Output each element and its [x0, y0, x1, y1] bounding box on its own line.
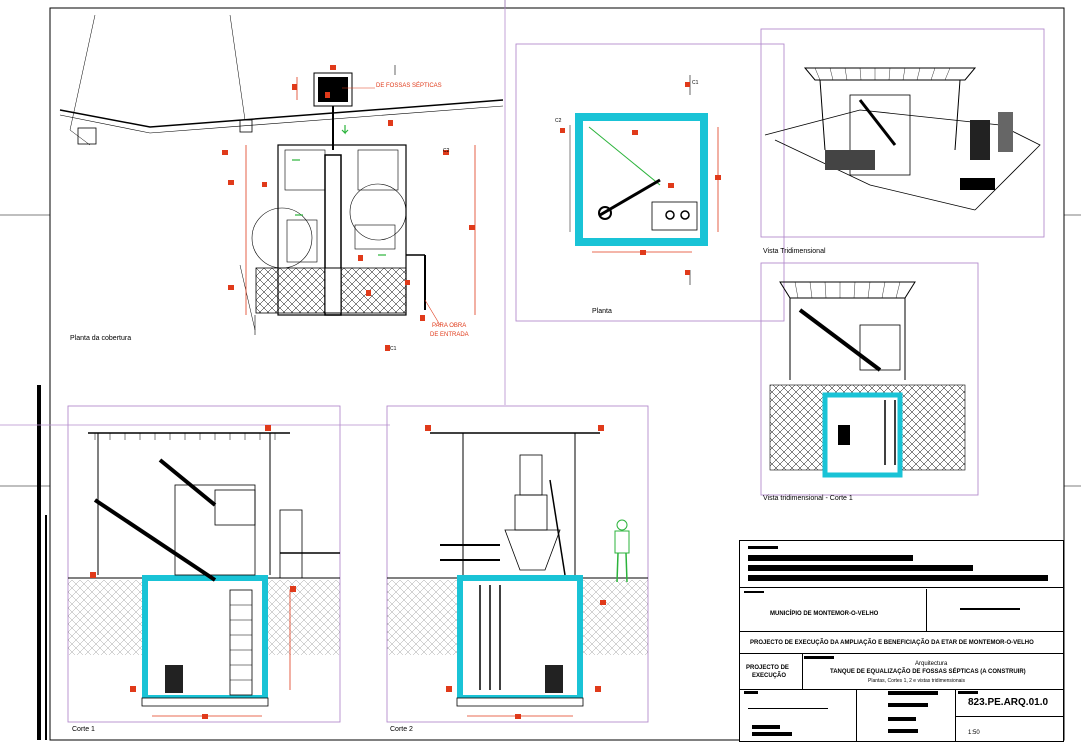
planta-c1-marker: C1: [692, 80, 699, 86]
vista-tri-corte-label: Vista tridimensional - Corte 1: [763, 495, 853, 502]
section-c2-marker: C2: [443, 148, 450, 154]
redacted-bar: [748, 575, 1048, 581]
fase-text-2: EXECUÇÃO: [752, 673, 787, 679]
vista-tri-label: Vista Tridimensional: [763, 248, 826, 255]
redacted-bar: [752, 725, 780, 729]
corte1-label: Corte 1: [72, 726, 95, 733]
drawing-number: 823.PE.ARQ.01.0: [968, 697, 1049, 708]
corte2-view: [386, 405, 649, 723]
planta-label: Planta: [592, 308, 612, 315]
redacted-bar: [748, 555, 913, 561]
scale-text: 1:50: [968, 730, 980, 736]
planta-c2-marker: C2: [555, 118, 562, 124]
vista-tridimensional-view: [760, 28, 1045, 238]
section-c1-marker: C1: [390, 346, 397, 352]
vista-tri-corte-view: [760, 262, 979, 496]
corte1-view: [67, 405, 341, 723]
redacted-bar: [958, 691, 978, 694]
planta-cobertura-label: Planta da cobertura: [70, 335, 132, 342]
planta-view: [515, 43, 785, 322]
redacted-bar: [960, 608, 1020, 610]
redacted-bar: [752, 732, 792, 736]
projecto-text: PROJECTO DE EXECUÇÃO DA AMPLIAÇÃO E BENE…: [750, 640, 1034, 646]
redacted-bar: [888, 703, 928, 707]
redacted-bar: [744, 591, 764, 593]
title-block: MUNICÍPIO DE MONTEMOR-O-VELHO PROJECTO D…: [739, 540, 1064, 742]
redacted-bar: [888, 691, 938, 695]
redacted-bar: [744, 691, 758, 694]
para-obra-annotation-2: DE ENTRADA: [430, 332, 469, 338]
drawing-title: TANQUE DE EQUALIZAÇÃO DE FOSSAS SÉPTICAS…: [830, 669, 1026, 675]
redacted-bar: [888, 717, 916, 721]
municipio-text: MUNICÍPIO DE MONTEMOR-O-VELHO: [770, 611, 879, 617]
planta-cobertura-view: [59, 14, 504, 351]
drawing-subtitle: Plantas, Cortes 1, 2 e vistas tridimensi…: [868, 678, 965, 684]
especialidade-text: Arquitectura: [915, 661, 948, 667]
corte2-label: Corte 2: [390, 726, 413, 733]
redacted-bar: [888, 729, 918, 733]
redacted-bar: [804, 656, 834, 659]
fase-text-1: PROJECTO DE: [746, 665, 789, 671]
redacted-bar: [748, 546, 778, 549]
para-obra-annotation-1: PARA OBRA: [432, 323, 467, 329]
redacted-bar: [748, 565, 973, 571]
redacted-bar: [748, 708, 828, 709]
de-fossas-annotation: DE FOSSAS SÉPTICAS: [376, 83, 442, 89]
